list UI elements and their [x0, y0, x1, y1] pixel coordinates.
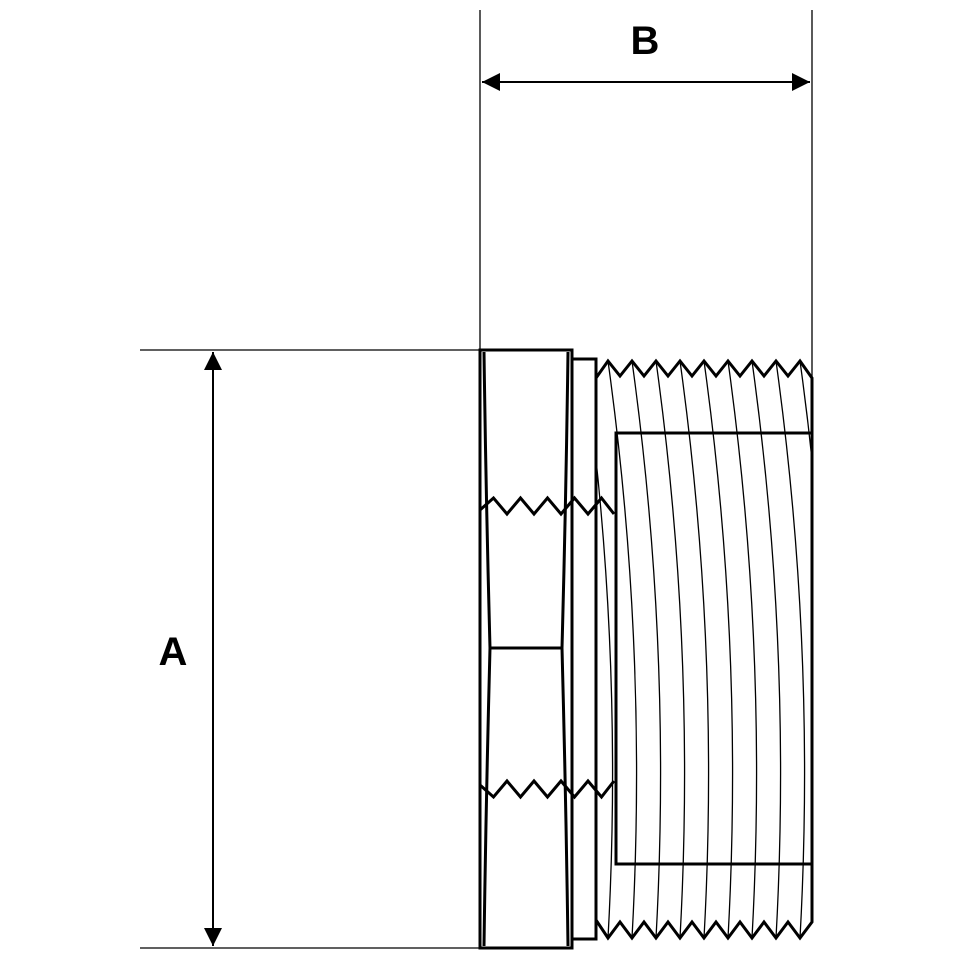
hex-edge-left — [482, 351, 492, 947]
break-line-top — [479, 495, 616, 517]
dimension-label-b: B — [631, 19, 660, 63]
break-line-bottom — [479, 778, 616, 800]
dimension-b: B — [479, 10, 813, 378]
thread-line — [560, 361, 589, 938]
thread-line — [679, 361, 710, 938]
hex-nut — [478, 348, 574, 950]
thread-line — [775, 361, 806, 938]
dimension-a: A — [140, 349, 480, 949]
threaded-section — [560, 358, 853, 941]
collar — [570, 357, 598, 941]
thread-line — [703, 361, 734, 938]
thread-line — [824, 361, 853, 938]
thread-line — [631, 361, 662, 938]
thread-helix-lines — [560, 361, 853, 938]
thread-line — [751, 361, 782, 938]
thread-line — [607, 361, 638, 938]
inner-bore — [614, 431, 814, 866]
thread-line — [596, 361, 614, 938]
thread-line — [655, 361, 686, 938]
thread-line — [727, 361, 758, 938]
thread-outline — [594, 358, 814, 941]
dimension-label-a: A — [159, 630, 188, 674]
hex-edge-right — [560, 351, 570, 947]
thread-line — [799, 361, 812, 938]
